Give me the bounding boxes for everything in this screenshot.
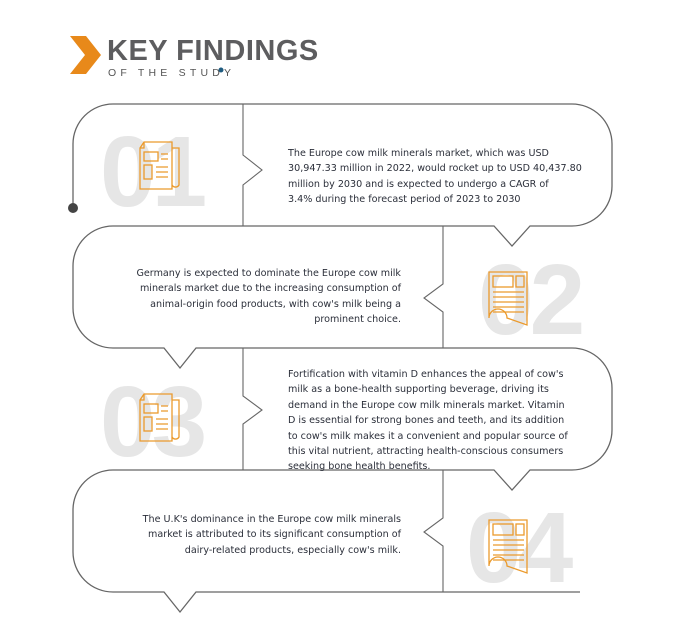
newspaper-icon <box>139 141 180 190</box>
text-line: D is essential for strong bones and teet… <box>288 415 565 427</box>
finding-text-04: The U.K's dominance in the Europe cow mi… <box>143 512 401 558</box>
text-line: seeking bone health benefits. <box>288 461 431 473</box>
text-line: Germany is expected to dominate the Euro… <box>136 268 401 279</box>
divider <box>242 348 263 470</box>
speech-bubble-outline <box>72 103 613 614</box>
newspaper-icon <box>139 393 180 442</box>
text-line: The U.K's dominance in the Europe cow mi… <box>142 514 401 525</box>
text-line: Fortification with vitamin D enhances th… <box>288 369 564 380</box>
divider <box>423 470 444 592</box>
chevron-logo-icon <box>70 36 101 74</box>
finding-text-01: The Europe cow milk minerals market, whi… <box>288 146 582 208</box>
finding-number: 02 <box>478 244 585 356</box>
finding-number: 03 <box>100 366 207 478</box>
text-line: market is attributed to its significant … <box>148 529 401 541</box>
text-line: minerals market due to the increasing co… <box>139 283 401 295</box>
text-line: milk as a bone-health supporting beverag… <box>288 384 549 396</box>
finding-text-03: Fortification with vitamin D enhances th… <box>288 367 568 475</box>
divider <box>423 226 444 348</box>
text-line: this vital nutrient, attracting health-c… <box>288 446 564 458</box>
page-icon <box>488 519 528 574</box>
page-icon <box>488 271 528 326</box>
finding-number: 01 <box>100 116 207 228</box>
text-line: animal-origin food products, with cow's … <box>150 298 401 310</box>
text-line: dairy-related products, especially cow's… <box>184 544 401 556</box>
subtitle-dot-icon <box>218 67 224 73</box>
page-subtitle: OF THE STUDY <box>108 67 236 79</box>
finding-number: 04 <box>466 492 573 604</box>
divider <box>242 104 263 226</box>
timeline-dot <box>68 203 78 213</box>
page-title: KEY FINDINGS <box>107 35 319 67</box>
text-line: prominent choice. <box>314 314 401 326</box>
text-line: 3.4% during the forecast period of 2023 … <box>288 194 521 206</box>
text-line: demand in the Europe cow milk minerals m… <box>288 399 565 411</box>
text-line: to cow's milk makes it a convenient and … <box>288 430 568 442</box>
finding-text-02: Germany is expected to dominate the Euro… <box>136 266 401 328</box>
text-line: The Europe cow milk minerals market, whi… <box>288 148 549 159</box>
text-line: 30,947.33 million in 2022, would rocket … <box>288 163 582 175</box>
text-line: million by 2030 and is expected to under… <box>288 178 549 190</box>
